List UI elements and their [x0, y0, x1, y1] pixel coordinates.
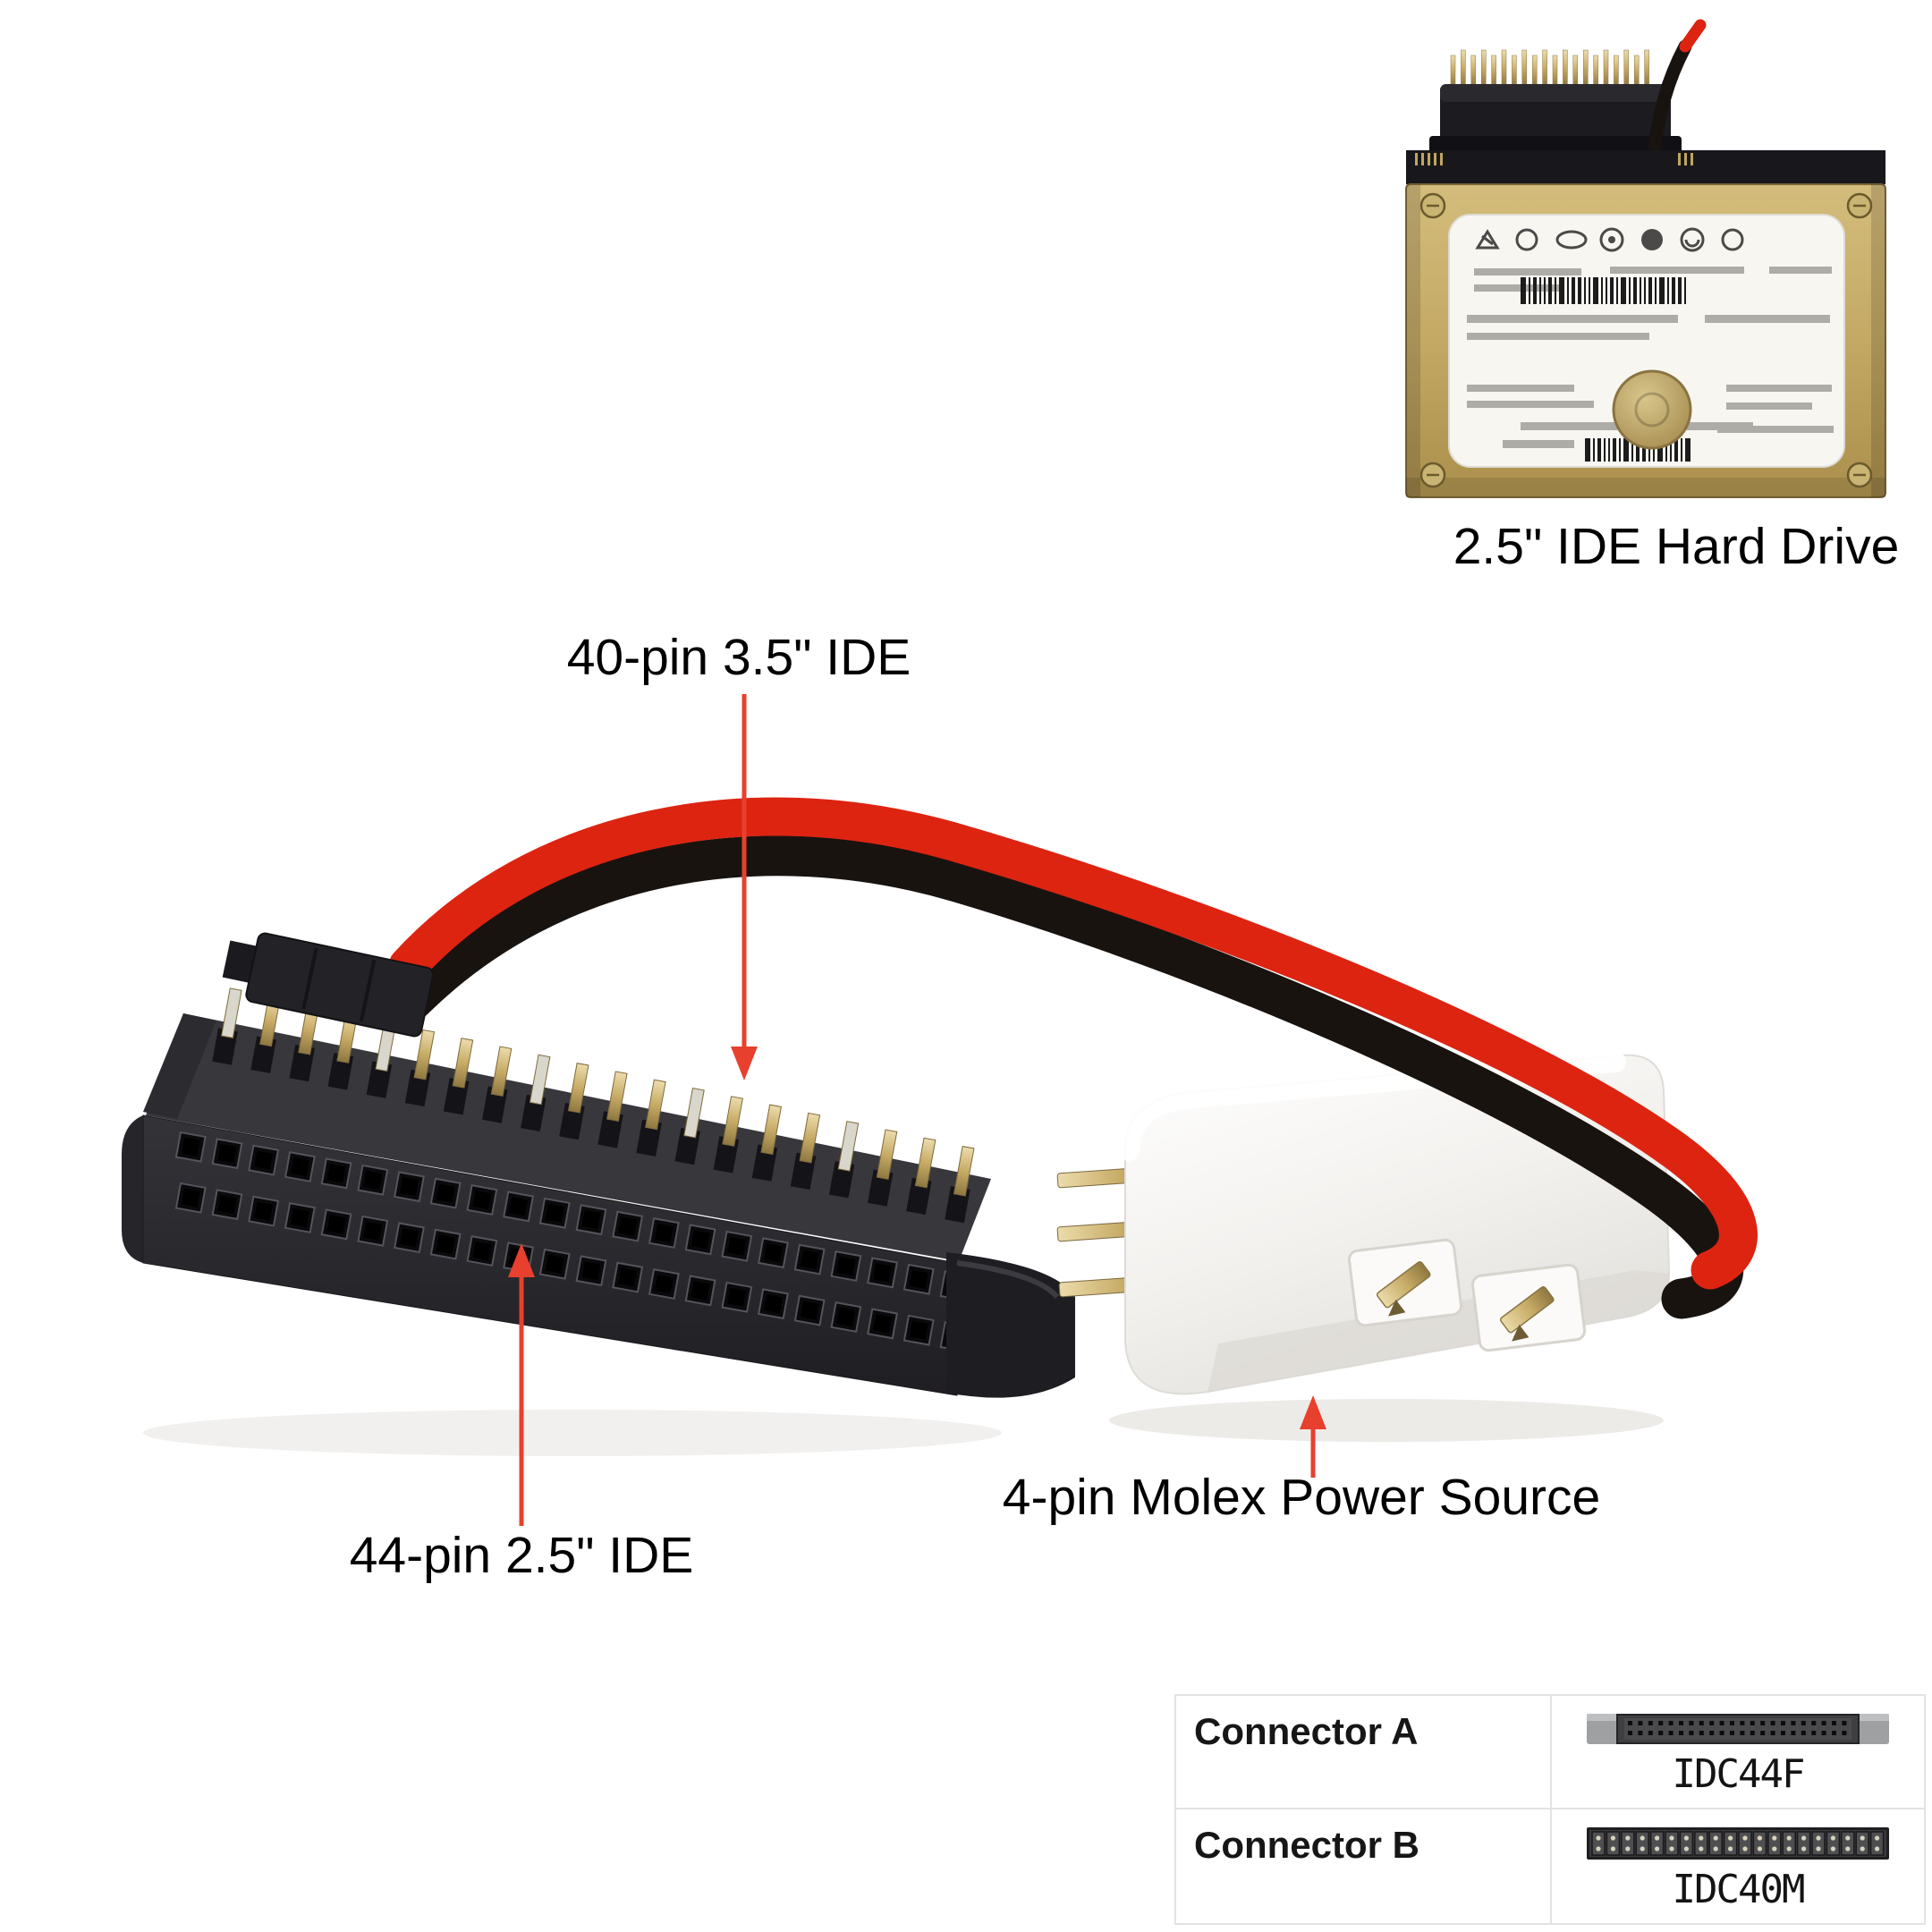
connector-b-cell: IDC40M [1552, 1809, 1924, 1923]
drive-barcode [1585, 438, 1690, 462]
wire-header-connector [222, 932, 435, 1038]
molex-pin-openings [1347, 1238, 1587, 1352]
arrow-molex [1300, 1395, 1326, 1478]
connector-a-name: Connector A [1176, 1696, 1552, 1809]
drive-spindle-hub [1612, 369, 1692, 450]
drive-wire [1648, 39, 1692, 152]
red-wire [388, 797, 1758, 1290]
connector-b-name: Connector B [1176, 1809, 1552, 1923]
drive-wire-red-tip [1679, 19, 1707, 53]
drive-connector-strip [1406, 150, 1885, 184]
connector-a-cell: IDC44F [1552, 1696, 1924, 1809]
ide-adapter-photo [122, 987, 1075, 1456]
connector-a-image [1587, 1714, 1889, 1744]
black-wire [393, 835, 1744, 1319]
connector-b-code: IDC40M [1672, 1867, 1806, 1912]
ide44-label: 44-pin 2.5" IDE [349, 1527, 694, 1584]
drive-adapter-pins [1450, 49, 1649, 87]
connector-b-image [1587, 1827, 1889, 1860]
ide40-label: 40-pin 3.5" IDE [566, 629, 911, 686]
drive-pin-stubs [1415, 153, 1693, 165]
connector-spec-table: Connector A IDC44F Connector B IDC40M [1174, 1694, 1926, 1925]
molex-connector [1056, 1051, 1671, 1442]
40pin-male-pins [212, 987, 975, 1224]
annotation-arrows [508, 694, 1326, 1526]
arrow-44pin [508, 1243, 535, 1526]
certification-icons [1475, 227, 1744, 252]
drive-screws [1419, 192, 1873, 488]
arrow-40pin [731, 694, 758, 1080]
hard-drive-label: 2.5" IDE Hard Drive [1453, 518, 1900, 575]
drive-barcode [1521, 277, 1686, 304]
power-wire [388, 797, 1758, 1319]
connector-a-code: IDC44F [1672, 1751, 1806, 1797]
hard-drive-photo [1405, 19, 1886, 498]
molex-label: 4-pin Molex Power Source [1002, 1469, 1601, 1526]
